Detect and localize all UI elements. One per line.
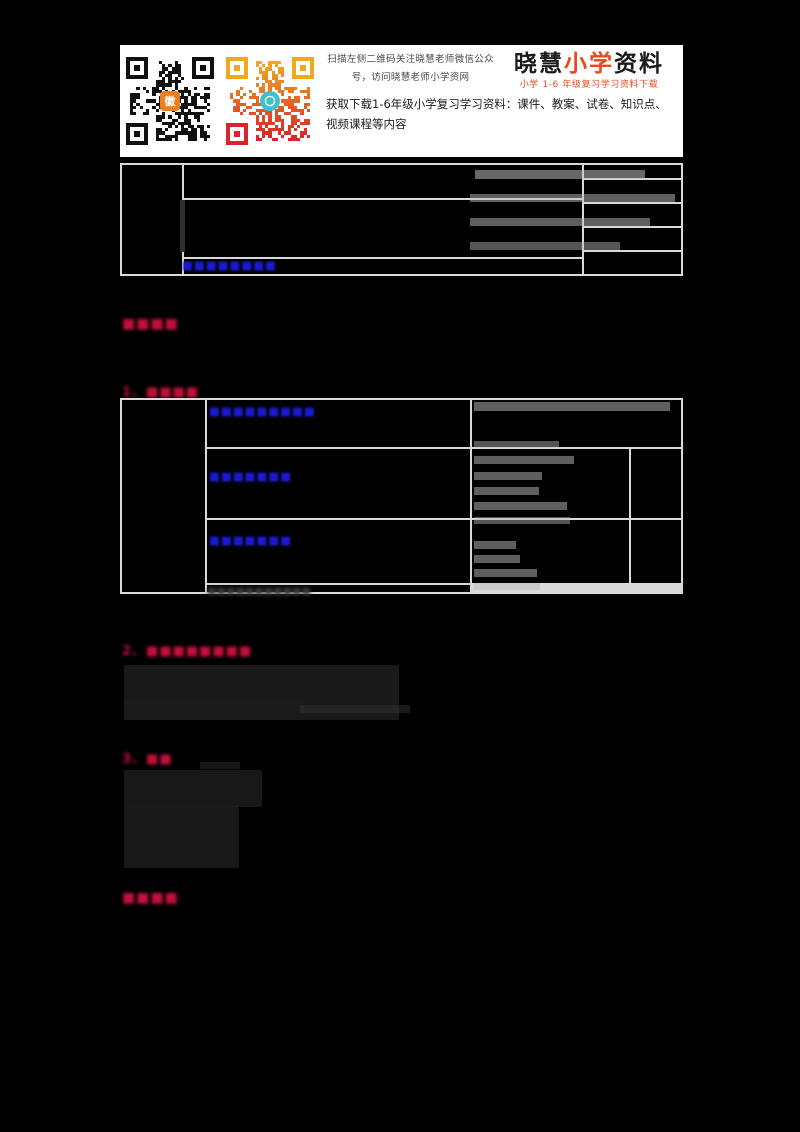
redacted-paragraph [124,700,304,718]
logo-char-1: 晓 [514,50,539,77]
qr-finder-top-left [126,57,148,79]
qrcode-black-icon[interactable]: 徽 [126,57,214,145]
section-heading-2: 1、■■■■ [122,385,200,400]
table-row [184,200,582,257]
redacted-text [470,194,675,202]
redacted-text [475,170,645,179]
table-main-link-1[interactable]: ■■■■■■■■■ [209,404,316,418]
qr-finder-bottom-left [226,123,248,145]
promo-text-block: 扫描左侧二维码关注晓慧老师微信公众 号，访问晓慧老师小学资网 晓慧小学资料 小学… [320,45,683,157]
redacted-text [474,517,570,524]
redacted-text [474,487,539,495]
table-row [207,520,470,583]
brand-logo: 晓慧小学资料 小学 1-6 年级复习学习资料下载 [503,51,675,90]
table-row [207,585,470,592]
redacted-text [474,502,567,510]
logo-char-3: 小 [564,50,589,77]
qrcode-gradient-icon[interactable]: 〇 [226,57,314,145]
qr-finder-top-left [226,57,248,79]
qr-pattern [230,61,310,141]
redacted-paragraph [124,806,239,868]
table-row [122,400,205,592]
redacted-text [180,200,185,252]
redacted-paragraph [300,705,410,713]
table-row [184,259,582,274]
table-top-link[interactable]: ■■■■■■■■ [182,258,277,272]
table-row [631,520,681,583]
section-heading-3: 2、■■■■■■■■ [122,644,253,659]
brand-logo-characters: 晓慧小学资料 [503,51,675,76]
qr-center-logo: 徽 [160,91,180,111]
table-row [584,252,681,274]
table-main [120,398,683,594]
qr-left-wrap: 徽 [120,45,220,157]
redacted-text [470,242,620,250]
promo-top-row: 扫描左侧二维码关注晓慧老师微信公众 号，访问晓慧老师小学资网 晓慧小学资料 小学… [324,51,675,90]
section-heading-5: ■■■■ [122,890,179,906]
redacted-paragraph [124,770,262,807]
redacted-text [474,541,516,549]
qr-center-logo: 〇 [260,91,280,111]
promo-description: 获取下载1-6年级小学复习学习资料：课件、教案、试卷、知识点、视频课程等内容 [326,97,667,132]
table-row [207,400,470,447]
redacted-text [474,569,537,577]
qr-right-wrap: 〇 [220,45,320,157]
redacted-text [474,456,574,464]
table-row [207,449,470,518]
scan-instruction: 扫描左侧二维码关注晓慧老师微信公众 号，访问晓慧老师小学资网 [324,51,497,86]
table-row [631,449,681,518]
qr-finder-top-right [292,57,314,79]
redacted-text [474,583,540,590]
logo-char-6: 料 [639,50,664,77]
redacted-paragraph [200,762,240,769]
section-heading-1: ■■■■ [122,316,179,332]
redacted-text [474,472,542,480]
redacted-text [474,402,670,411]
redacted-text [474,555,520,563]
logo-char-2: 慧 [539,50,564,77]
redacted-text [470,218,650,226]
logo-char-4: 学 [589,50,614,77]
section-heading-4: 3、■■ [122,752,173,767]
qr-finder-bottom-left [126,123,148,145]
brand-logo-subtitle: 小学 1-6 年级复习学习资料下载 [519,80,659,91]
scan-line-2: 号，访问晓慧老师小学资网 [351,71,470,83]
logo-char-5: 资 [614,50,639,77]
table-main-link-2[interactable]: ■■■■■■■ [209,469,293,483]
table-row [584,228,681,250]
qr-finder-top-right [192,57,214,79]
table-footnote: ■■■■■■■■■■■ [207,586,311,597]
redacted-text [474,441,559,448]
table-main-link-3[interactable]: ■■■■■■■ [209,533,293,547]
scan-line-1: 扫描左侧二维码关注晓慧老师微信公众 [327,54,494,65]
table-row [122,165,182,274]
promo-banner: 徽 〇 扫描左侧二维码关注晓慧老师微信公众 号，访问晓慧老师小学资网 晓 [120,45,683,157]
